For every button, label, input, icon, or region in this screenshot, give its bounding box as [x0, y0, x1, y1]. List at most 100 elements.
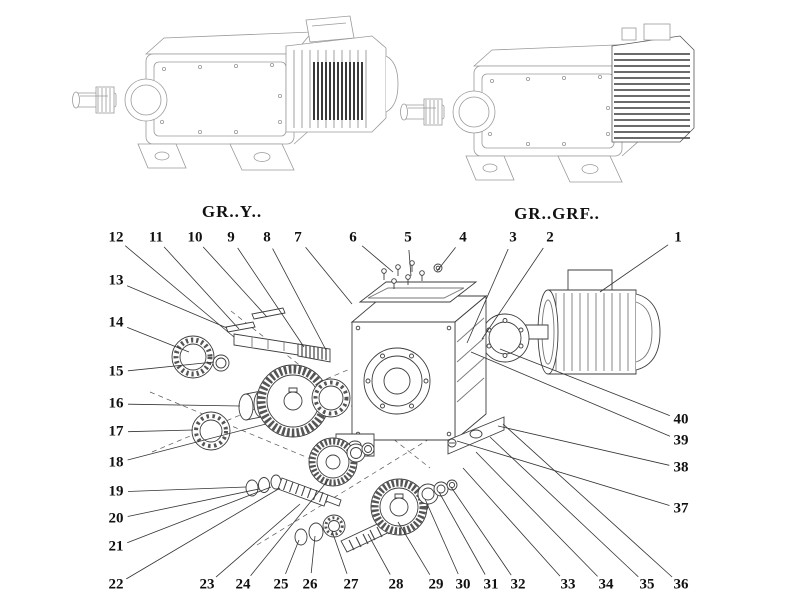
callout-20: 20 — [108, 510, 124, 527]
leader-line-5 — [408, 249, 412, 277]
leader-line-21 — [127, 486, 272, 544]
callout-21: 21 — [108, 538, 124, 555]
leader-line-6 — [361, 245, 394, 273]
callout-19: 19 — [108, 483, 124, 500]
callout-15: 15 — [108, 363, 124, 380]
leader-line-37 — [456, 440, 670, 506]
second-stage-parts — [245, 437, 375, 507]
callout-25: 25 — [273, 576, 289, 593]
callout-30: 30 — [455, 576, 471, 593]
motor-y-drawing — [285, 15, 399, 133]
callout-39: 39 — [673, 432, 689, 449]
callout-1: 1 — [674, 229, 682, 246]
callout-18: 18 — [108, 454, 124, 471]
callout-16: 16 — [108, 395, 124, 412]
leader-line-32 — [450, 486, 512, 576]
callout-28: 28 — [388, 576, 404, 593]
leader-line-19 — [127, 486, 247, 492]
leader-line-3 — [466, 248, 509, 344]
leader-line-35 — [489, 436, 639, 578]
callout-13: 13 — [108, 272, 124, 289]
callout-32: 32 — [510, 576, 526, 593]
reference-drawings — [72, 15, 695, 183]
leader-line-8 — [272, 248, 327, 351]
callout-6: 6 — [349, 229, 357, 246]
leader-line-39 — [470, 351, 671, 437]
leader-line-1 — [599, 244, 669, 293]
callout-37: 37 — [673, 500, 689, 517]
callout-34: 34 — [598, 576, 614, 593]
leader-line-24 — [250, 478, 330, 576]
leader-line-10 — [202, 246, 268, 318]
leader-line-31 — [438, 491, 486, 575]
gear-housing — [335, 295, 505, 457]
motor-exploded — [520, 269, 661, 375]
callout-8: 8 — [263, 229, 271, 246]
gearmotor-y-drawing — [72, 15, 399, 171]
callout-9: 9 — [227, 229, 235, 246]
leader-lines-layer — [124, 244, 673, 580]
leader-line-9 — [237, 247, 305, 348]
gearmotor-grf-drawing — [400, 23, 695, 183]
leader-line-29 — [397, 521, 431, 575]
callout-31: 31 — [483, 576, 499, 593]
leader-line-17 — [127, 429, 194, 433]
callout-35: 35 — [639, 576, 655, 593]
callout-26: 26 — [302, 576, 318, 593]
callout-7: 7 — [294, 229, 302, 246]
callout-24: 24 — [235, 576, 251, 593]
leader-line-18 — [127, 423, 267, 461]
leader-line-34 — [475, 451, 598, 577]
callout-29: 29 — [428, 576, 444, 593]
first-stage-parts — [191, 364, 351, 451]
callout-36: 36 — [673, 576, 689, 593]
leader-line-12 — [124, 245, 235, 338]
leader-line-40 — [499, 348, 670, 416]
callout-40: 40 — [673, 411, 689, 428]
callout-4: 4 — [459, 229, 467, 246]
motor-dark-fins — [313, 62, 363, 120]
callout-11: 11 — [148, 229, 164, 246]
leader-line-2 — [481, 247, 544, 340]
leader-line-36 — [502, 423, 673, 578]
variant-label-gr-y: GR..Y.. — [201, 202, 263, 221]
variant-label-gr-grf: GR..GRF.. — [514, 204, 600, 223]
leader-line-26 — [310, 535, 316, 574]
callout-3: 3 — [509, 229, 517, 246]
leader-line-27 — [331, 530, 348, 574]
leader-line-11 — [163, 246, 240, 330]
leader-line-30 — [424, 498, 459, 575]
leader-line-15 — [127, 361, 215, 372]
leader-line-4 — [436, 247, 456, 272]
leader-line-22 — [126, 487, 281, 580]
callout-38: 38 — [673, 459, 689, 476]
output-stage-parts — [294, 478, 458, 553]
callout-22: 22 — [108, 576, 124, 593]
callout-5: 5 — [404, 229, 412, 246]
gearbox-left — [72, 31, 313, 171]
grf-dark-fins — [614, 53, 690, 139]
leader-line-33 — [462, 467, 561, 577]
callout-10: 10 — [187, 229, 203, 246]
callout-27: 27 — [343, 576, 359, 593]
grf-drive-drawing — [611, 23, 695, 143]
callout-23: 23 — [199, 576, 215, 593]
top-cover-parts — [358, 260, 478, 303]
callout-17: 17 — [108, 423, 124, 440]
callout-2: 2 — [546, 229, 554, 246]
leader-line-20 — [127, 488, 260, 517]
exploded-view — [149, 260, 661, 553]
callout-33: 33 — [560, 576, 576, 593]
leader-line-13 — [126, 285, 228, 329]
leader-line-38 — [497, 425, 670, 466]
leader-line-7 — [305, 247, 353, 305]
callout-14: 14 — [108, 314, 124, 331]
leader-line-23 — [215, 503, 301, 578]
leader-line-28 — [367, 533, 391, 575]
callout-12: 12 — [108, 229, 124, 246]
leader-line-25 — [285, 539, 300, 575]
gearbox-right — [400, 43, 641, 183]
leader-line-14 — [127, 327, 190, 353]
